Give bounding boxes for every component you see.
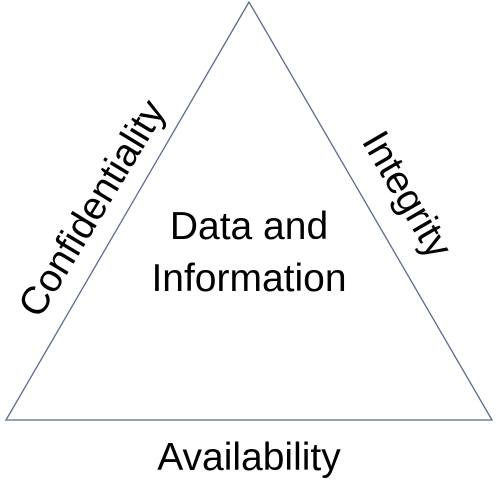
center-label-line-2: Information	[151, 257, 346, 300]
triangle-outline	[4, 0, 494, 421]
center-label-line-1: Data and	[170, 205, 328, 248]
side-label-integrity: Integrity	[353, 124, 460, 266]
side-label-confidentiality: Confidentiality	[10, 92, 174, 324]
side-label-availability: Availability	[157, 436, 341, 479]
